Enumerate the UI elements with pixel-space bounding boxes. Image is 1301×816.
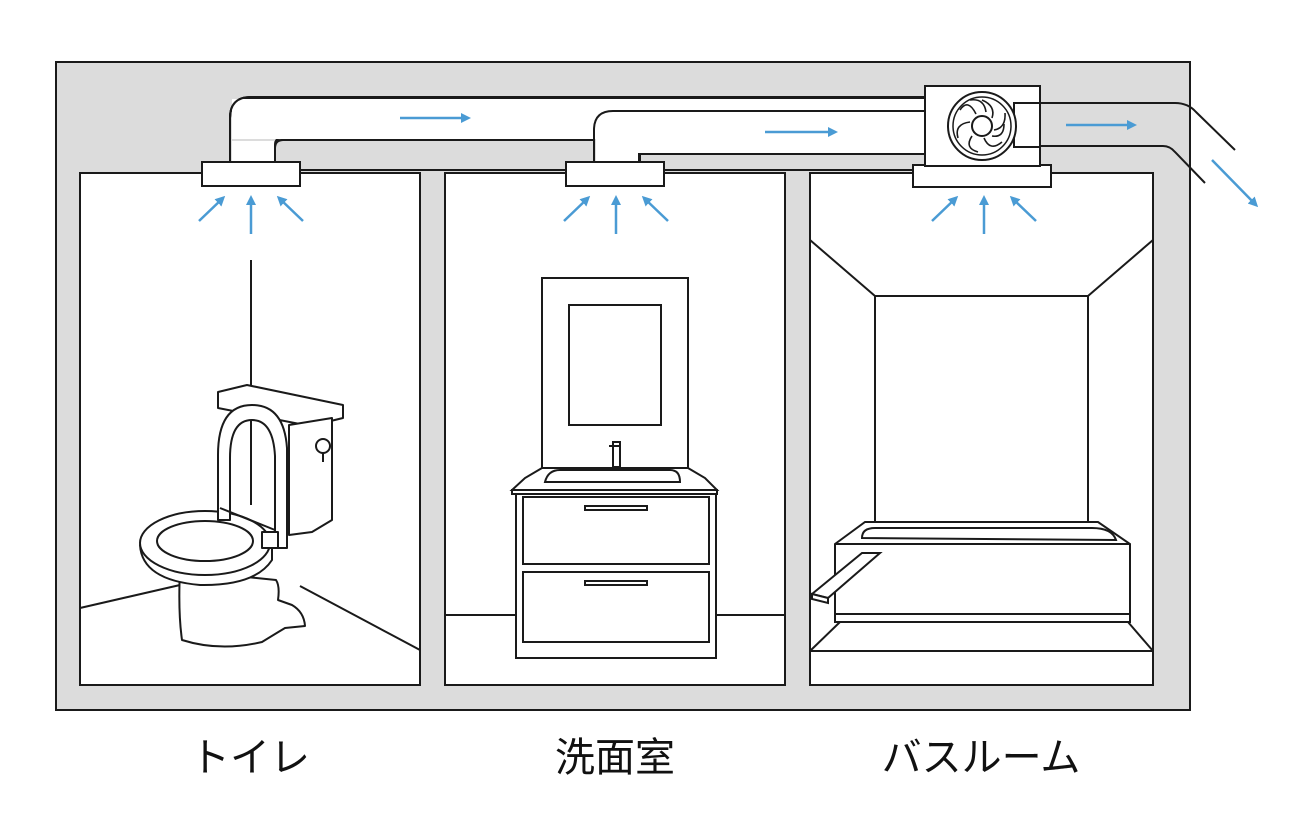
airflow-arrow-icon — [1211, 159, 1259, 208]
drawer-handle — [584, 505, 648, 511]
airflow-arrows — [198, 113, 1259, 234]
airflow-arrow-icon — [931, 195, 959, 222]
vent-bathroom — [912, 164, 1052, 188]
airflow-arrow-icon — [641, 195, 669, 222]
airflow-arrow-icon — [1009, 195, 1037, 222]
vent-toilet — [201, 161, 301, 187]
exhaust-duct — [1040, 102, 1236, 184]
drawer-handle — [584, 580, 648, 586]
airflow-arrow-icon — [198, 195, 226, 222]
toilet-icon — [79, 260, 421, 651]
bathtub-icon — [809, 239, 1154, 652]
room-label-toilet: トイレ — [190, 735, 310, 781]
room-label-washroom: 洗面室 — [555, 735, 675, 781]
airflow-arrow-icon — [276, 195, 304, 222]
room-label-bathroom: バスルーム — [881, 735, 1081, 781]
mirror-icon — [568, 304, 662, 426]
ventilation-fan-icon — [924, 85, 1041, 167]
airflow-arrow-icon — [563, 195, 591, 222]
vent-washroom — [565, 161, 665, 187]
faucet-icon — [612, 441, 621, 468]
vanity-icon — [445, 277, 785, 659]
